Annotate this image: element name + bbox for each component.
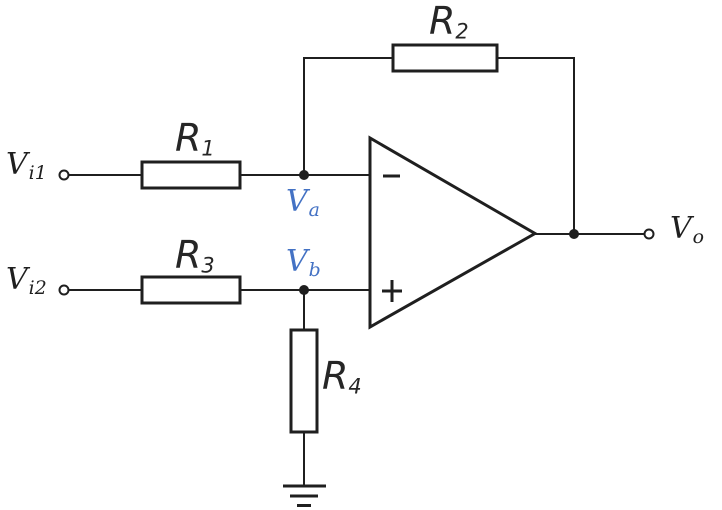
label-vi2: Vi2 <box>6 262 47 300</box>
resistor-r2-body <box>391 43 499 73</box>
opamp-triangle <box>368 135 539 330</box>
label-va: Va <box>286 184 320 222</box>
resistor-r3-body <box>140 275 242 305</box>
node-dot-output <box>569 229 579 239</box>
label-r4: R4 <box>322 354 362 399</box>
minus-icon <box>383 174 400 178</box>
plus-icon-vbar <box>390 280 394 302</box>
label-vb: Vb <box>286 244 321 282</box>
resistor-r1-body <box>140 160 242 190</box>
label-r3: R3 <box>175 233 215 278</box>
node-dot-vb <box>299 285 309 295</box>
node-dot-va <box>299 170 309 180</box>
terminal-vo <box>643 228 655 240</box>
label-r2: R2 <box>429 0 469 44</box>
label-vo: Vo <box>670 211 705 249</box>
terminal-vi2 <box>58 284 70 296</box>
terminal-vi1 <box>58 169 70 181</box>
resistor-r4-body <box>289 328 319 434</box>
label-r1: R1 <box>175 116 215 161</box>
label-vi1: Vi1 <box>6 147 47 185</box>
